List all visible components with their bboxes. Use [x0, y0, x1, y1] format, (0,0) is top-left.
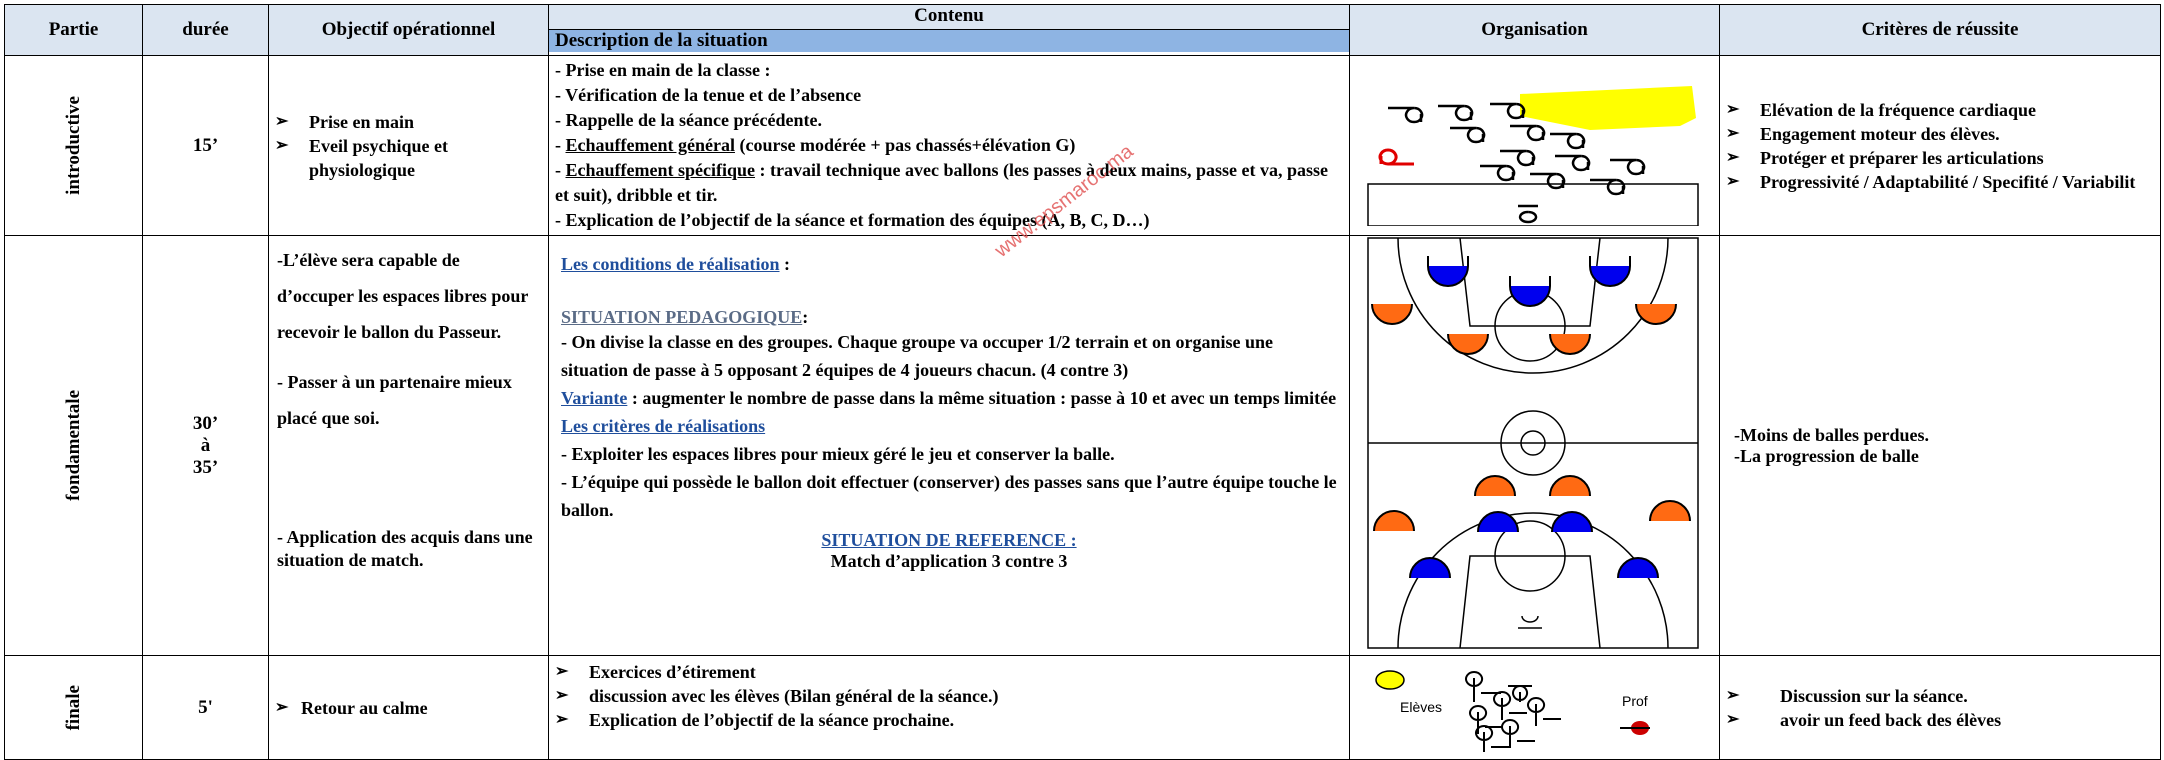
- teacher-figure: [1378, 148, 1414, 166]
- coach-figure: [1518, 204, 1538, 224]
- reference-text: Match d’application 3 contre 3: [830, 551, 1068, 571]
- description-intro: - Prise en main de la classe : - Vérific…: [548, 55, 1350, 236]
- description-line: - Prise en main de la classe :: [555, 60, 771, 80]
- conditions-label: Les conditions de réalisation: [561, 254, 780, 274]
- critere-line: - L’équipe qui possède le ballon doit ef…: [561, 472, 1337, 520]
- students-figures: [1388, 102, 1646, 196]
- partie-fond: fondamentale: [4, 235, 143, 656]
- objectif-text: -L’élève sera capable de d’occuper les e…: [277, 250, 528, 342]
- teacher-figure: [1620, 721, 1650, 735]
- partie-finale: finale: [4, 655, 143, 760]
- objectif-item: Prise en main: [269, 110, 548, 134]
- organisation-fond: [1349, 235, 1720, 656]
- organisation-finale: Elèves Prof: [1349, 655, 1720, 760]
- description-item: Explication de l’objectif de la séance p…: [549, 708, 1349, 732]
- description-item: discussion avec les élèves (Bilan généra…: [549, 684, 1349, 708]
- header-description: Description de la situation: [549, 30, 1349, 52]
- header-partie: Partie: [4, 4, 143, 56]
- critere-item: Discussion sur la séance.: [1720, 684, 2160, 708]
- description-line: - Vérification de la tenue et de l’absen…: [555, 85, 862, 105]
- cooldown-diagram: Elèves Prof: [1375, 670, 1650, 752]
- students-circle: [1465, 671, 1561, 752]
- description-line: - Echauffement spécifique : travail tech…: [555, 160, 1329, 205]
- eleves-label: Elèves: [1400, 699, 1442, 715]
- sun-shape: [1520, 86, 1696, 130]
- warmup-diagram: [1367, 86, 1699, 227]
- duree-intro: 15’: [142, 55, 269, 236]
- critere-item: Protéger et préparer les articulations: [1720, 146, 2160, 170]
- description-item: Exercices d’étirement: [549, 660, 1349, 684]
- objectif-item: Eveil psychique et physiologique: [269, 134, 548, 182]
- description-line: - Rappelle de la séance précédente.: [555, 110, 822, 130]
- objectif-text: - Passer à un partenaire mieux placé que…: [277, 372, 512, 428]
- description-line: - Explication de l’objectif de la séance…: [555, 210, 1150, 230]
- organisation-intro: [1349, 55, 1720, 236]
- header-objectif: Objectif opérationnel: [268, 4, 549, 56]
- header-contenu: Contenu: [549, 5, 1349, 30]
- criteres-fond: -Moins de balles perdues. -La progressio…: [1719, 235, 2161, 656]
- header-organisation: Organisation: [1349, 4, 1720, 56]
- objectif-intro: Prise en main Eveil psychique et physiol…: [268, 55, 549, 236]
- objectif-text: - Application des acquis dans une situat…: [277, 527, 533, 570]
- critere-line: - Exploiter les espaces libres pour mieu…: [561, 444, 1115, 464]
- partie-intro: introductive: [4, 55, 143, 236]
- critere-item: Engagement moteur des élèves.: [1720, 122, 2160, 146]
- session-plan-table: Partie durée Objectif opérationnel Conte…: [4, 4, 2161, 760]
- orange-players: [1371, 303, 1691, 532]
- objectif-item: Retour au calme: [269, 696, 548, 720]
- description-line: - Echauffement général (course modérée +…: [555, 135, 1076, 155]
- duree-finale: 5': [142, 655, 269, 760]
- criteres-finale: Discussion sur la séance. avoir un feed …: [1719, 655, 2161, 760]
- critere-item: avoir un feed back des élèves: [1720, 708, 2160, 732]
- objectif-finale: Retour au calme: [268, 655, 549, 760]
- criteres-intro: Elévation de la fréquence cardiaque Enga…: [1719, 55, 2161, 236]
- header-duree: durée: [142, 4, 269, 56]
- critere-line: -La progression de balle: [1734, 445, 1919, 466]
- reference-label: SITUATION DE REFERENCE :: [821, 530, 1077, 550]
- blue-players: [1409, 265, 1659, 579]
- objectif-fond: -L’élève sera capable de d’occuper les e…: [268, 235, 549, 656]
- variante-label: Variante: [561, 388, 628, 408]
- critere-line: -Moins de balles perdues.: [1734, 424, 1930, 445]
- header-criteres: Critères de réussite: [1719, 4, 2161, 56]
- situation-label: SITUATION PEDAGOGIQUE: [561, 307, 803, 327]
- prof-label: Prof: [1622, 693, 1648, 709]
- situation-text: - On divise la classe en des groupes. Ch…: [561, 332, 1274, 380]
- description-finale: Exercices d’étirement discussion avec le…: [548, 655, 1350, 760]
- description-fond: Les conditions de réalisation : SITUATIO…: [548, 235, 1350, 656]
- court-diagram: [1367, 237, 1699, 649]
- duree-fond: 30’ à 35’: [142, 235, 269, 656]
- header-contenu-cell: Contenu Description de la situation: [548, 4, 1350, 56]
- critere-item: Progressivité / Adaptabilité / Specifité…: [1720, 170, 2160, 194]
- critere-item: Elévation de la fréquence cardiaque: [1720, 98, 2160, 122]
- criteres-label: Les critères de réalisations: [561, 416, 766, 436]
